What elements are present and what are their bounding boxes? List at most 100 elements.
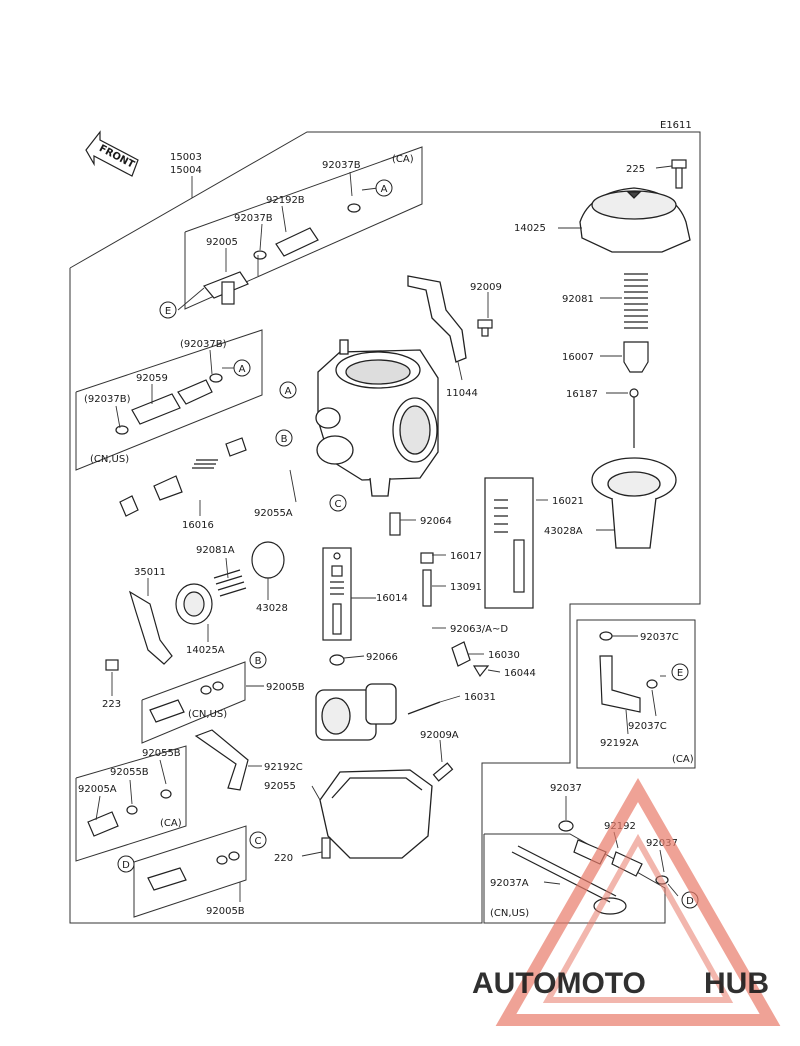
part-label: 92192C: [264, 762, 303, 773]
part-label: 92063/A~D: [450, 624, 508, 635]
group-box-92005b-bottom: [133, 825, 247, 918]
part-16016-pilot-screw: [119, 437, 247, 517]
part-label: 35011: [134, 567, 166, 578]
watermark-text-b: HUB: [704, 967, 769, 1000]
part-label: 92005B: [206, 906, 245, 917]
part-label: 92055B: [110, 767, 149, 778]
part-label: 16187: [566, 389, 598, 400]
part-92005-tee: [203, 271, 249, 305]
callout-c: C: [335, 499, 342, 510]
callout-circles: [117, 179, 699, 909]
watermark-text-a: AUTOMOTO: [472, 967, 646, 1000]
part-92005b-fitting-bottom: [147, 851, 240, 891]
part-label: 92005A: [78, 784, 117, 795]
part-92059-hose: [115, 373, 223, 435]
part-label: 92192B: [266, 195, 305, 206]
region-label: (CN,US): [188, 709, 227, 720]
carburetor-body: [315, 339, 439, 497]
front-arrow-icon: FRONT: [85, 130, 139, 177]
group-box-ca-top: [184, 146, 423, 310]
part-92064-screw: [389, 512, 401, 536]
part-16014-float-valve: [322, 547, 352, 641]
part-92009a-screw: [432, 762, 454, 782]
part-labels: E1611 15003 15004 92037B (CA) 92192B 920…: [78, 120, 694, 919]
part-225-screw: [671, 159, 687, 189]
group-box-ca-left: [75, 745, 187, 862]
diagram-frame: [69, 131, 701, 924]
part-label: 13091: [450, 582, 482, 593]
callout-a: A: [381, 184, 388, 195]
part-92055-float-bowl: [319, 769, 433, 859]
part-label: 225: [626, 164, 645, 175]
part-label: 220: [274, 853, 293, 864]
part-label: (92037B): [84, 394, 131, 405]
part-43028a-diaphragm: [591, 457, 677, 549]
part-label: 92081: [562, 294, 594, 305]
callout-e: E: [165, 306, 171, 317]
part-label: 43028A: [544, 526, 583, 537]
part-14025a-cover: [175, 583, 213, 625]
part-label: 16017: [450, 551, 482, 562]
part-92192b-hose: [253, 203, 361, 260]
part-label: 92037A: [490, 878, 529, 889]
part-label: 16030: [488, 650, 520, 661]
part-label: (92037B): [180, 339, 227, 350]
callout-letters: A A A B B C C D D E E: [122, 184, 694, 907]
part-label: 92005B: [266, 682, 305, 693]
region-label: (CN,US): [90, 454, 129, 465]
part-92192a-hose: [599, 631, 658, 713]
part-92081-spring: [624, 273, 648, 329]
watermark-logo: AUTOMOTO HUB: [472, 777, 781, 1026]
part-92192c-hose: [194, 729, 249, 791]
part-11044-bracket: [407, 275, 467, 363]
part-label: 15003: [170, 152, 202, 163]
part-92066-cap: [329, 654, 345, 666]
part-16007-holder: [623, 341, 649, 373]
part-label: 15004: [170, 165, 202, 176]
part-43028-diaphragm: [251, 541, 285, 579]
callout-d: D: [122, 860, 130, 871]
part-label: 92037C: [628, 721, 667, 732]
part-label: 92066: [366, 652, 398, 663]
group-box-cn-us-bottom: [483, 833, 666, 924]
part-label: 92055A: [254, 508, 293, 519]
part-label: 11044: [446, 388, 478, 399]
part-label: 16031: [464, 692, 496, 703]
part-92005b-fitting-top: [149, 681, 224, 723]
callout-b: B: [255, 656, 262, 667]
part-label: 92059: [136, 373, 168, 384]
part-92005a-fitting: [87, 789, 172, 837]
group-box-92005b-top: [141, 661, 246, 744]
callout-b: B: [281, 434, 288, 445]
part-16187-needle: [629, 388, 639, 448]
part-label: 43028: [256, 603, 288, 614]
region-label: (CA): [392, 154, 414, 165]
callout-c: C: [255, 836, 262, 847]
part-label: 92005: [206, 237, 238, 248]
part-92037a-clamp: [511, 845, 627, 915]
region-label: (CA): [672, 754, 694, 765]
part-223-screw: [105, 659, 119, 671]
part-label: 92037B: [322, 160, 361, 171]
part-220-screw: [321, 837, 331, 859]
part-14025-top-cover: [579, 187, 691, 253]
group-box-ca-right: [576, 619, 696, 769]
part-label: 92009: [470, 282, 502, 293]
part-label: 92037: [550, 783, 582, 794]
part-label: 16016: [182, 520, 214, 531]
part-label: 92037C: [640, 632, 679, 643]
part-label: 92009A: [420, 730, 459, 741]
part-92009-screw: [477, 319, 493, 337]
part-label: 16007: [562, 352, 594, 363]
part-label: 92192A: [600, 738, 639, 749]
callout-a: A: [285, 386, 292, 397]
part-92081a-spring: [213, 569, 247, 597]
watermark-triangle-icon: [495, 777, 781, 1026]
part-35011-bracket: [128, 590, 173, 665]
part-label: 92055: [264, 781, 296, 792]
part-16030-float-pin: [451, 641, 490, 678]
part-16021-needle-assy: [484, 477, 534, 609]
part-16031-float: [315, 683, 441, 741]
part-13091-jet: [420, 552, 434, 607]
